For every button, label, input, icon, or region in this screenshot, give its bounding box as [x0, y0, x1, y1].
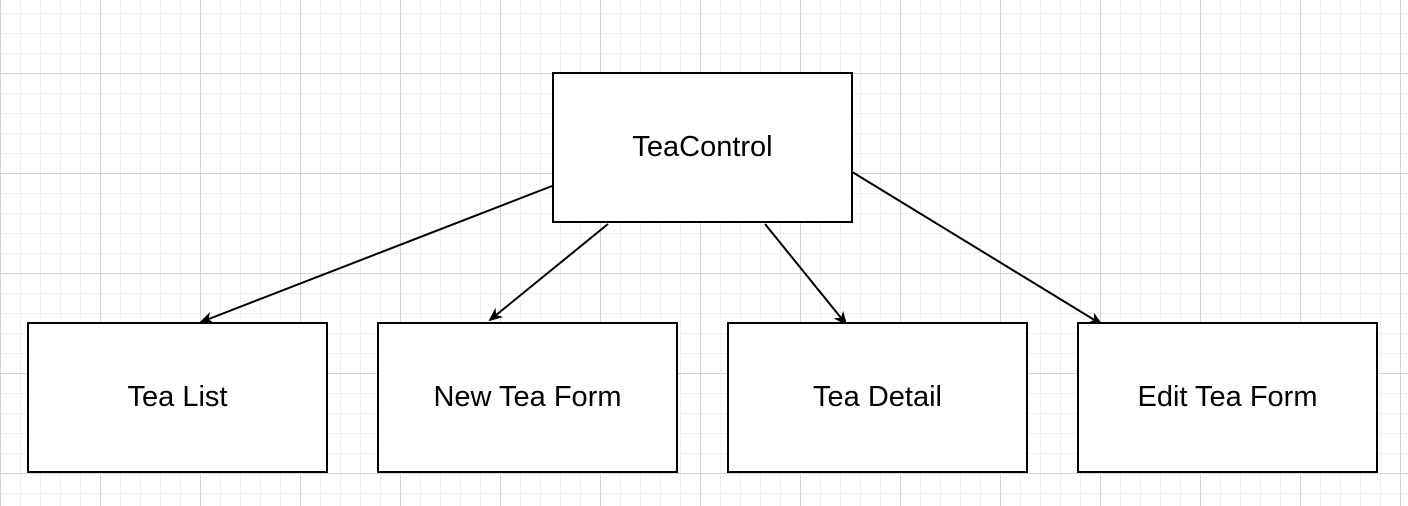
node-label: Tea List — [127, 381, 228, 413]
node-teacontrol[interactable]: TeaControl — [552, 72, 853, 223]
arrow-teacontrol-to-edit-tea-form — [848, 169, 1103, 326]
arrow-teacontrol-to-new-tea-form — [488, 223, 609, 322]
node-edit-tea-form[interactable]: Edit Tea Form — [1077, 322, 1378, 473]
node-label: Edit Tea Form — [1137, 381, 1318, 413]
node-tea-list[interactable]: Tea List — [27, 322, 328, 473]
node-tea-detail[interactable]: Tea Detail — [727, 322, 1028, 473]
arrow-teacontrol-to-tea-detail — [764, 223, 848, 326]
arrow-teacontrol-to-tea-list — [199, 185, 553, 324]
node-label: Tea Detail — [813, 381, 942, 413]
node-new-tea-form[interactable]: New Tea Form — [377, 322, 678, 473]
node-label: New Tea Form — [433, 381, 622, 413]
node-label: TeaControl — [632, 131, 773, 163]
